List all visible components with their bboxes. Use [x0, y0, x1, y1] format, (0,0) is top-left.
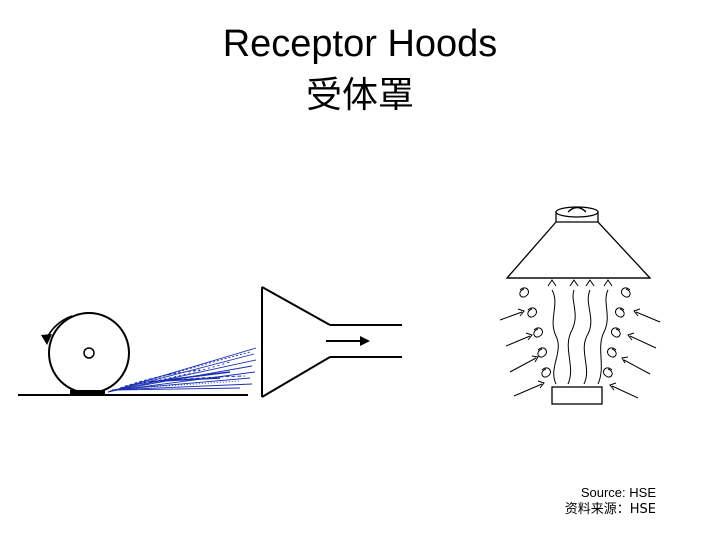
source-citation: Source: HSE: [580, 485, 656, 500]
slide-title: Receptor Hoods: [222, 23, 498, 65]
hot-process-source: [551, 386, 603, 405]
entrainment-eddies-left: [499, 287, 551, 397]
spark-stream-icon: [107, 347, 257, 393]
cone-receptor-hood: [261, 286, 402, 398]
airflow-arrow-icon: [326, 336, 370, 346]
slide-title-chinese: 受体罩: [305, 75, 414, 116]
entrainment-eddies-right: [603, 287, 661, 399]
rotation-arrow-icon: [41, 315, 73, 345]
rising-plume-icon: [547, 279, 613, 385]
grinding-wheel-icon: [48, 312, 130, 394]
canopy-hood: [505, 221, 652, 279]
source-citation-chinese: 资料来源：HSE: [564, 502, 656, 517]
